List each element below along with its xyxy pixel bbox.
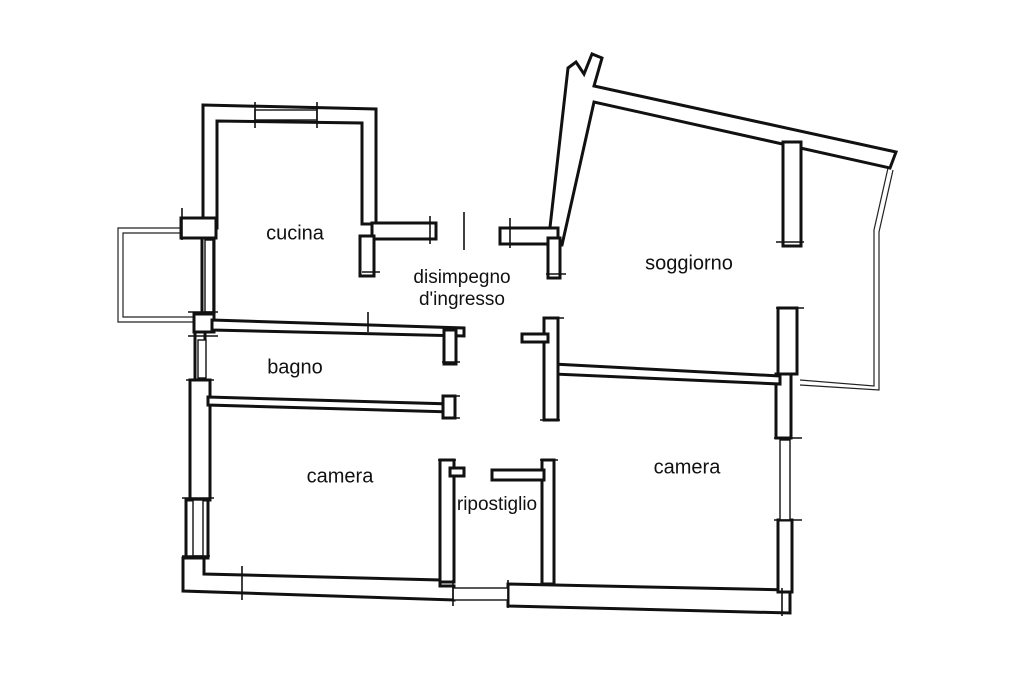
wall-ticks bbox=[181, 208, 804, 616]
room-label-storage: ripostiglio bbox=[456, 494, 538, 516]
room-label-bedroom-2: camera bbox=[653, 456, 721, 479]
room-label-living: soggiorno bbox=[645, 252, 733, 275]
left-balcony bbox=[117, 227, 195, 323]
room-label-bath: bagno bbox=[267, 356, 323, 379]
right-balcony bbox=[799, 167, 894, 391]
room-label-bedroom-1: camera bbox=[306, 465, 374, 488]
room-label-hall: disimpegno d'ingresso bbox=[413, 267, 511, 310]
room-label-kitchen: cucina bbox=[266, 222, 324, 245]
interior-walls bbox=[206, 221, 782, 586]
windows bbox=[192, 102, 802, 608]
